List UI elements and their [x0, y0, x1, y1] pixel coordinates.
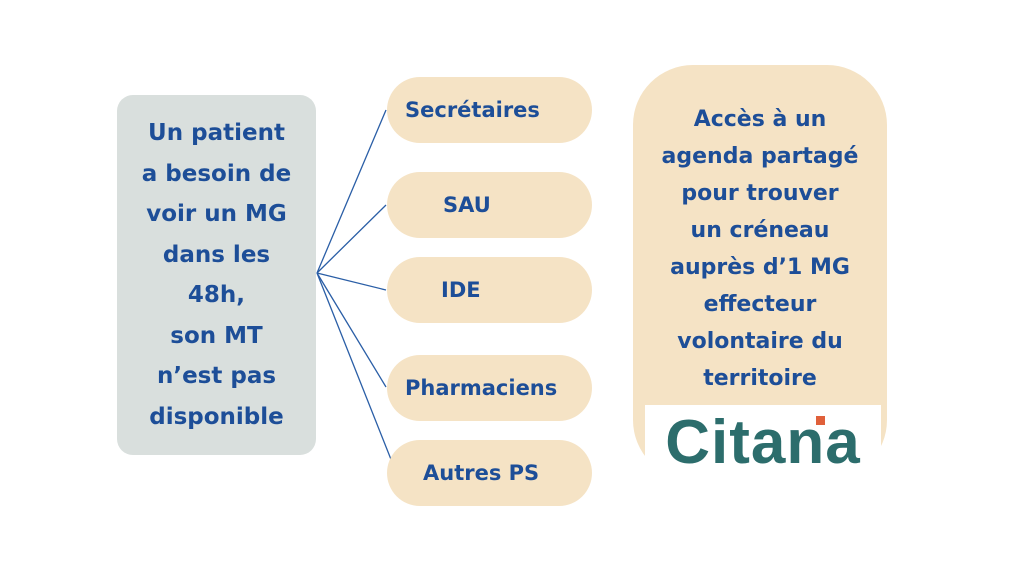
connector-autres-ps: [316, 272, 397, 473]
logo-dot: [816, 416, 826, 425]
actor-label: Autres PS: [423, 461, 540, 485]
source-box: Un patient a besoin de voir un MG dans l…: [117, 95, 316, 455]
connector-ide: [316, 272, 387, 291]
actor-label: Pharmaciens: [405, 376, 558, 400]
connector-secretaires: [316, 109, 387, 274]
solution-text: Accès à un agenda partagé pour trouver u…: [661, 107, 859, 391]
actor-ide: IDE: [387, 257, 592, 323]
connector-pharmaciens: [316, 272, 387, 388]
actor-label: Secrétaires: [405, 98, 540, 122]
solution-box: Accès à un agenda partagé pour trouver u…: [633, 65, 887, 480]
source-text: Un patient a besoin de voir un MG dans l…: [141, 120, 292, 430]
citana-logo: Citana: [645, 405, 881, 480]
actor-pharmaciens: Pharmaciens: [387, 355, 592, 421]
actor-sau: SAU: [387, 172, 592, 238]
actor-label: SAU: [443, 193, 491, 217]
actor-label: IDE: [441, 278, 481, 302]
connector-sau: [316, 204, 387, 274]
actor-autres-ps: Autres PS: [387, 440, 592, 506]
actor-secretaires: Secrétaires: [387, 77, 592, 143]
logo-text: Citana: [665, 408, 861, 477]
